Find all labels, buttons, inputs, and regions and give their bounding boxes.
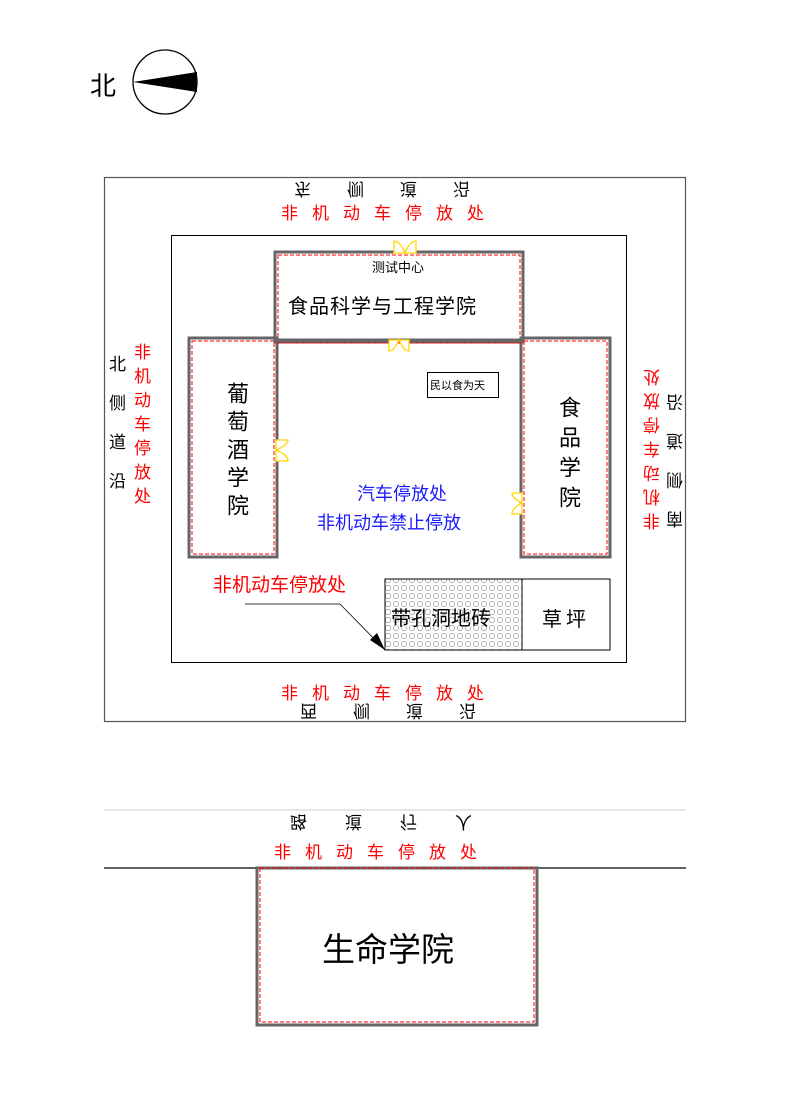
north-road-label: 北侧道沿 bbox=[105, 355, 125, 511]
door-icon bbox=[274, 439, 289, 462]
life-building-name: 生命学院 bbox=[322, 930, 454, 969]
wine-building-name: 葡萄酒学院 bbox=[223, 382, 248, 522]
pointer-arrow-icon bbox=[245, 603, 386, 651]
no-bike-parking-label: 非机动车禁止停放 bbox=[317, 513, 461, 534]
bike-parking-courtyard: 非机动车停放处 bbox=[213, 574, 347, 596]
food-science-building-name: 食品科学与工程学院 bbox=[288, 294, 477, 318]
perforated-brick-label: 带孔洞地砖 bbox=[391, 606, 491, 630]
bike-parking-right: 非机动车停放处 bbox=[644, 362, 664, 530]
door-icon bbox=[393, 240, 417, 255]
bike-parking-top: 非机动车停放处 bbox=[281, 204, 498, 224]
car-parking-label: 汽车停放处 bbox=[357, 484, 447, 505]
lawn-label: 草坪 bbox=[542, 607, 590, 631]
site-boundary bbox=[103, 176, 687, 723]
food-building-name: 食品学院 bbox=[555, 396, 580, 516]
sign-box bbox=[427, 372, 499, 398]
building-life-walls bbox=[255, 866, 539, 1027]
bike-parking-left: 非机动车停放处 bbox=[130, 343, 150, 511]
north-label: 北 bbox=[90, 72, 117, 102]
bike-parking-bottom: 非机动车停放处 bbox=[281, 684, 498, 704]
motto-sign: 民以食为天 bbox=[430, 379, 485, 392]
south-road-label: 南侧道沿 bbox=[667, 372, 687, 528]
building-food-walls bbox=[519, 336, 612, 559]
door-icon bbox=[388, 338, 410, 352]
test-center-label: 测试中心 bbox=[372, 261, 425, 276]
lawn-area bbox=[521, 578, 611, 651]
sidewalk-label: 路道行人 bbox=[290, 811, 510, 831]
door-icon bbox=[511, 492, 524, 515]
perforated-brick-area bbox=[384, 578, 523, 651]
north-arrow-icon bbox=[132, 49, 198, 115]
bike-parking-lower: 非机动车停放处 bbox=[274, 843, 491, 863]
west-road-label: 西侧道沿 bbox=[300, 700, 512, 720]
inner-boundary bbox=[171, 235, 627, 663]
